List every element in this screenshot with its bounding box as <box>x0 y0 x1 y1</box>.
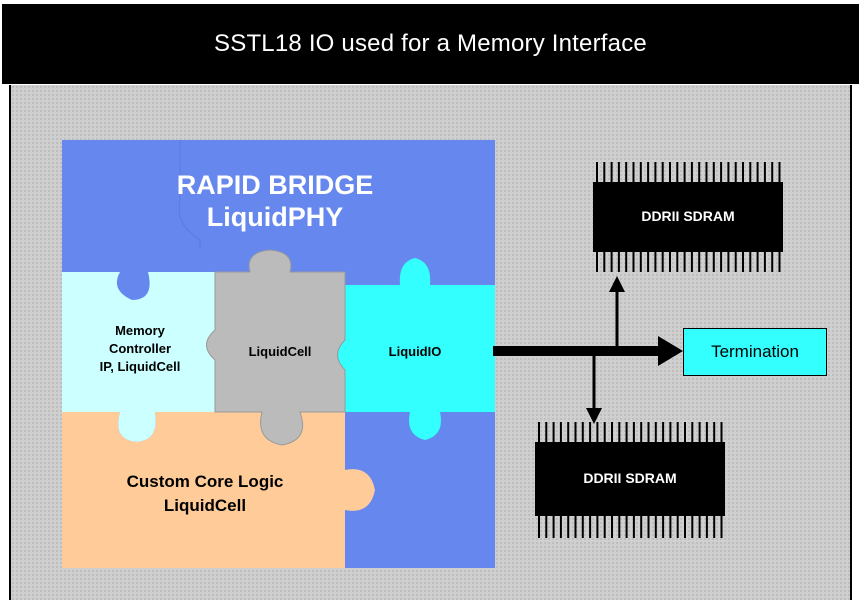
slide-title: SSTL18 IO used for a Memory Interface <box>214 30 647 57</box>
chip-top <box>593 162 783 272</box>
bus-arrowhead <box>658 336 683 366</box>
rapid-bridge-label: RAPID BRIDGE LiquidPHY <box>120 169 430 233</box>
liquidcell-label: LiquidCell <box>248 344 312 359</box>
core-logic-line2: LiquidCell <box>163 496 247 515</box>
chip-top-label: DDRII SDRAM <box>641 208 735 224</box>
chip-bottom-body <box>535 442 725 516</box>
rapid-bridge-line1: RAPID BRIDGE <box>176 170 374 200</box>
puzzle-piece-memory-controller <box>62 272 223 442</box>
puzzle-piece-liquidio <box>337 258 495 440</box>
branch-down-arrowhead <box>586 408 602 424</box>
memory-controller-line2: Controller <box>108 341 172 356</box>
title-bar: SSTL18 IO used for a Memory Interface <box>2 4 859 84</box>
chip-bottom <box>535 422 725 538</box>
termination-box: Termination <box>683 328 827 376</box>
puzzle-seam-top <box>178 140 201 250</box>
puzzle-piece-core-logic <box>62 412 375 568</box>
memory-controller-line1: Memory <box>115 323 165 338</box>
core-logic-label: Custom Core Logic LiquidCell <box>70 470 340 518</box>
chip-top-body <box>593 182 783 252</box>
rapid-bridge-line2: LiquidPHY <box>206 202 344 232</box>
branch-up-arrowhead <box>609 276 625 292</box>
termination-label: Termination <box>711 342 799 361</box>
puzzle-piece-liquidcell <box>206 249 346 446</box>
chip-bottom-label: DDRII SDRAM <box>583 470 677 486</box>
memory-controller-line3: IP, LiquidCell <box>99 359 181 374</box>
bus-line <box>493 346 663 356</box>
liquidio-label: LiquidIO <box>388 344 442 359</box>
memory-controller-label: Memory Controller IP, LiquidCell <box>60 322 220 376</box>
core-logic-line1: Custom Core Logic <box>126 472 284 491</box>
